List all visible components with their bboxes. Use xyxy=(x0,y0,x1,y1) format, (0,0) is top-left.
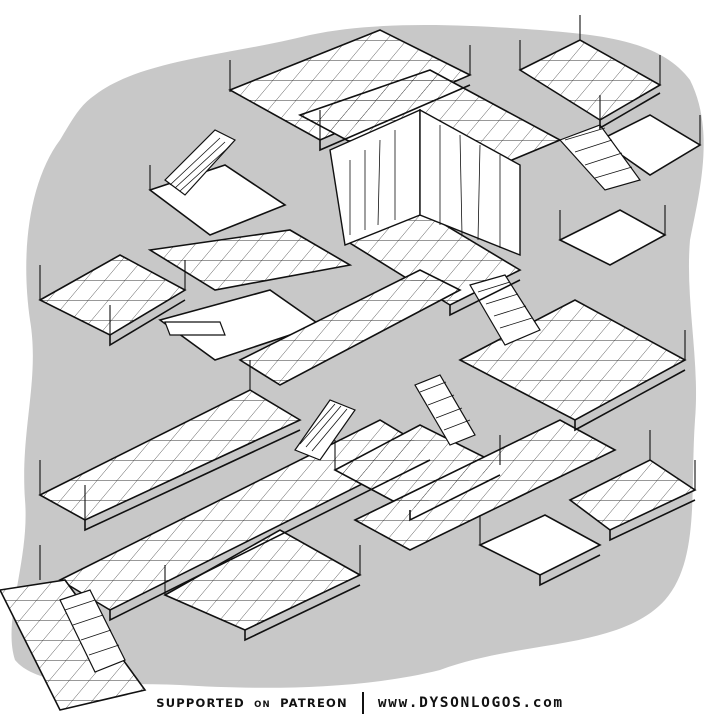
stairs-south-central xyxy=(414,374,476,446)
floor-edges xyxy=(84,84,696,642)
footer-divider xyxy=(361,692,364,714)
credit-platform: PATREON xyxy=(280,696,348,710)
central-pit-walls xyxy=(329,108,521,257)
room-south-east-lower xyxy=(478,514,602,576)
stairs-mid xyxy=(294,399,356,461)
stairs-ne xyxy=(558,124,641,191)
stairs-central xyxy=(469,274,541,346)
credit-on: ON xyxy=(254,700,271,710)
stairs-southwest xyxy=(59,589,126,673)
credit-supported: SUPPORTED xyxy=(156,696,245,710)
patreon-credit[interactable]: SUPPORTED ON PATREON xyxy=(156,696,348,710)
stairways xyxy=(59,124,641,673)
credits-footer: SUPPORTED ON PATREON www.DYSONLOGOS.com xyxy=(0,688,720,718)
stairs-west xyxy=(164,321,226,336)
website-link[interactable]: www.DYSONLOGOS.com xyxy=(377,695,564,711)
pillar-lines xyxy=(39,15,701,595)
stairs-nw xyxy=(164,129,236,196)
